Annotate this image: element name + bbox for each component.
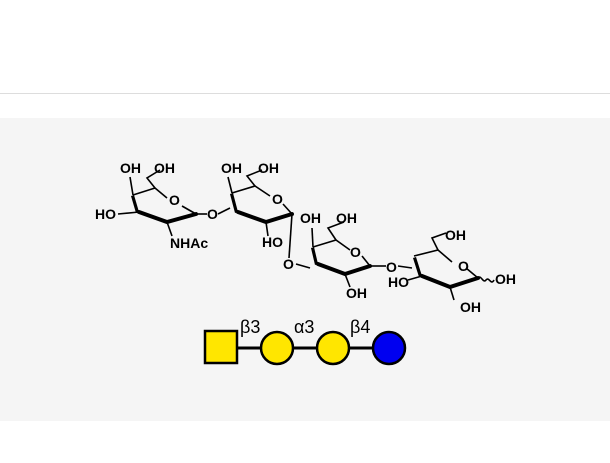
atom-res3-ring-o: O	[350, 244, 361, 260]
atom-res1-oh6: OH	[154, 160, 175, 176]
atom-res2-oh6: OH	[258, 160, 279, 176]
atom-res3-oh4: OH	[300, 210, 321, 226]
atom-res1-oh4: HO	[95, 206, 116, 222]
atom-res4-oh6: OH	[445, 227, 466, 243]
residue-2-ring	[217, 169, 294, 259]
atom-res2-glyco-o: O	[283, 256, 294, 272]
atom-res4-oh2: OH	[460, 299, 481, 315]
atom-res3-oh2: OH	[346, 285, 367, 301]
snfg-gal-circle-1	[259, 330, 295, 366]
snfg-glc-circle	[371, 330, 407, 366]
atom-res1-oh3a: OH	[120, 160, 141, 176]
residue-4-ring	[397, 232, 495, 301]
snfg-diagram: β3 α3 β4	[203, 317, 407, 366]
residue-1-ring	[117, 169, 207, 237]
snfg-linkage-label-1: β3	[240, 317, 260, 337]
atom-res3-glyco-o: O	[386, 259, 397, 275]
atom-res4-oh3: HO	[388, 274, 409, 290]
atom-res3-oh6: OH	[336, 210, 357, 226]
snfg-linkage-label-2: α3	[294, 317, 314, 337]
atom-res2-ring-o: O	[272, 191, 283, 207]
residue-3-ring	[295, 221, 386, 288]
top-divider	[0, 93, 610, 94]
atom-res1-nhac: NHAc	[170, 235, 208, 251]
atom-res1-ring-o: O	[169, 192, 180, 208]
figure-panel	[0, 118, 610, 421]
atom-res4-oh1: OH	[495, 271, 516, 287]
snfg-galnac-square	[203, 329, 239, 365]
atom-res2-oh2: HO	[262, 234, 283, 250]
atom-res2-oh3a: OH	[221, 160, 242, 176]
atom-res1-glyco-o: O	[207, 206, 218, 222]
snfg-linkage-label-3: β4	[350, 317, 370, 337]
atom-res4-ring-o: O	[458, 258, 469, 274]
snfg-gal-circle-2	[315, 330, 351, 366]
